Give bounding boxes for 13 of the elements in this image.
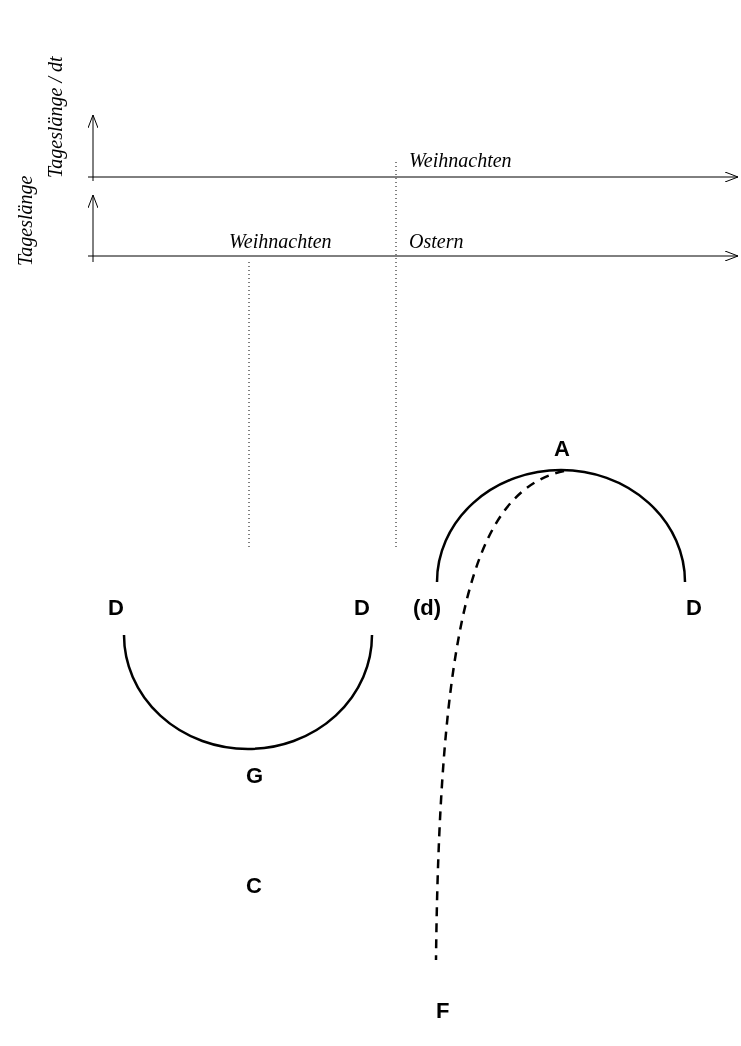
point-label: C (246, 875, 262, 897)
season-label: Ostern (409, 231, 464, 251)
axis-label: Tageslänge / dt (45, 56, 65, 178)
point-label: A (554, 438, 570, 460)
axis-label: Tageslänge (15, 175, 35, 266)
point-label: D (354, 597, 370, 619)
point-label: G (246, 765, 264, 787)
point-label: (d) (413, 597, 442, 619)
point-label: D (686, 597, 702, 619)
point-label: D (108, 597, 124, 619)
season-label: Weihnachten (229, 231, 332, 251)
season-label: Weihnachten (409, 150, 512, 170)
point-label: F (436, 1000, 450, 1022)
